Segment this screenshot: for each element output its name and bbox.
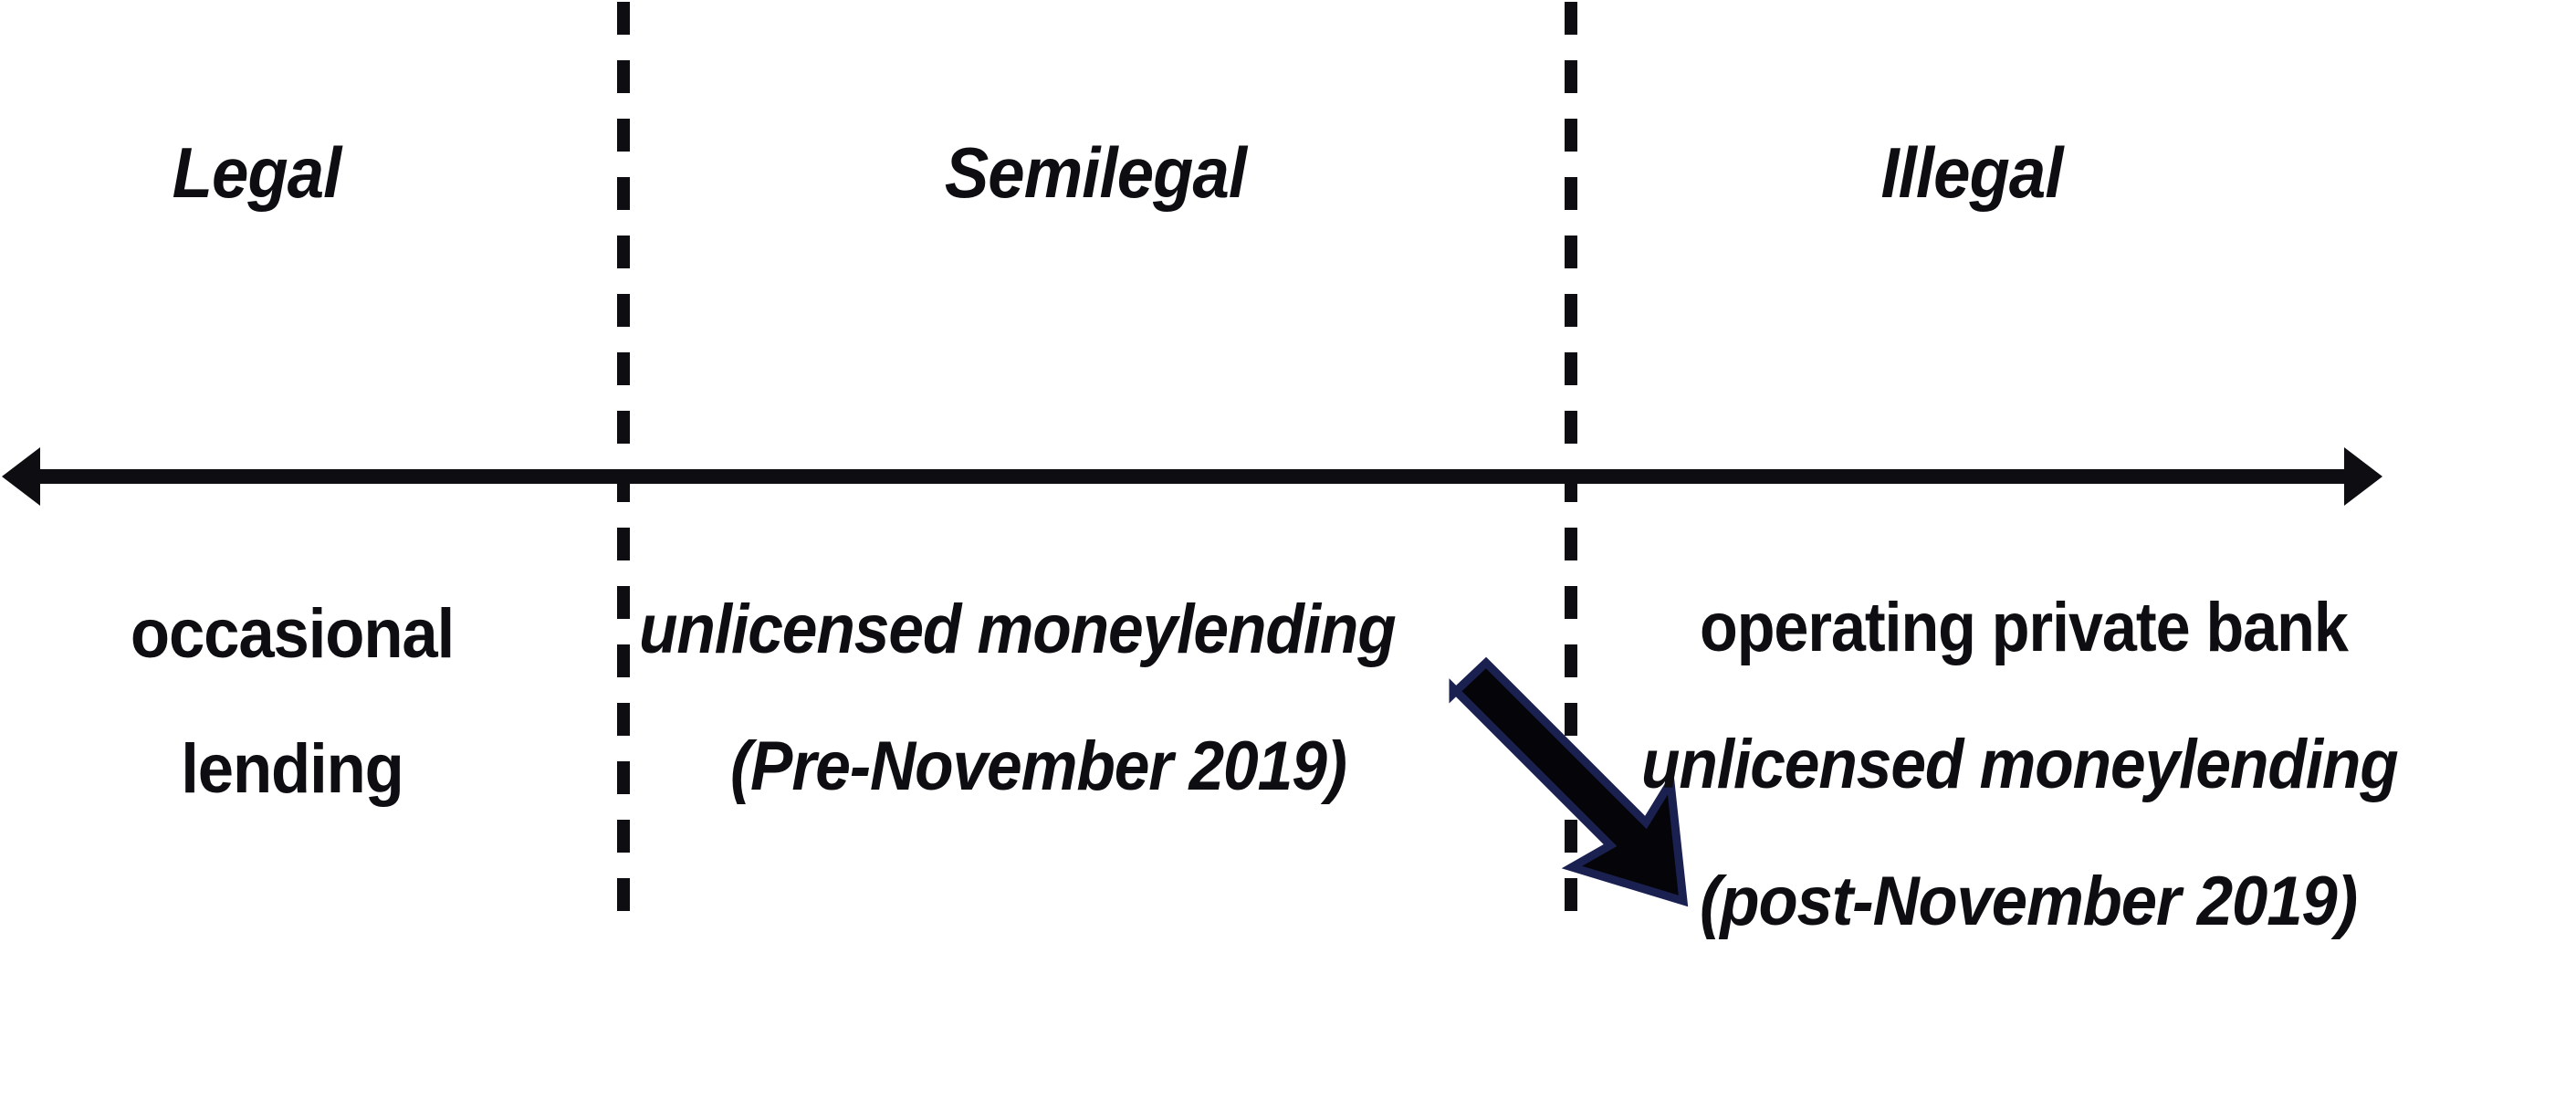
zone-heading-illegal: Illegal [1880,132,2063,213]
axis-shaft [35,469,2350,484]
zone-example-illegal-1: operating private bank [1700,589,2349,666]
zone-example-illegal-2: unlicensed moneylending [1641,726,2399,803]
zone-heading-semilegal: Semilegal [944,132,1247,213]
zone-example-legal-1: occasional [130,595,455,673]
axis-arrowhead-left-icon [2,447,40,506]
legality-axis [2,447,2382,506]
axis-arrowhead-right-icon [2344,447,2382,506]
zone-example-illegal-3: (post-November 2019) [1700,863,2358,940]
zone-heading-legal: Legal [172,132,342,213]
transition-arrow-shape-icon [1449,656,1689,907]
transition-arrow [1449,656,1689,907]
zone-example-legal-2: lending [181,730,404,808]
zone-example-semilegal-2: (Pre-November 2019) [730,728,1347,805]
zone-example-semilegal-1: unlicensed moneylending [639,591,1397,668]
